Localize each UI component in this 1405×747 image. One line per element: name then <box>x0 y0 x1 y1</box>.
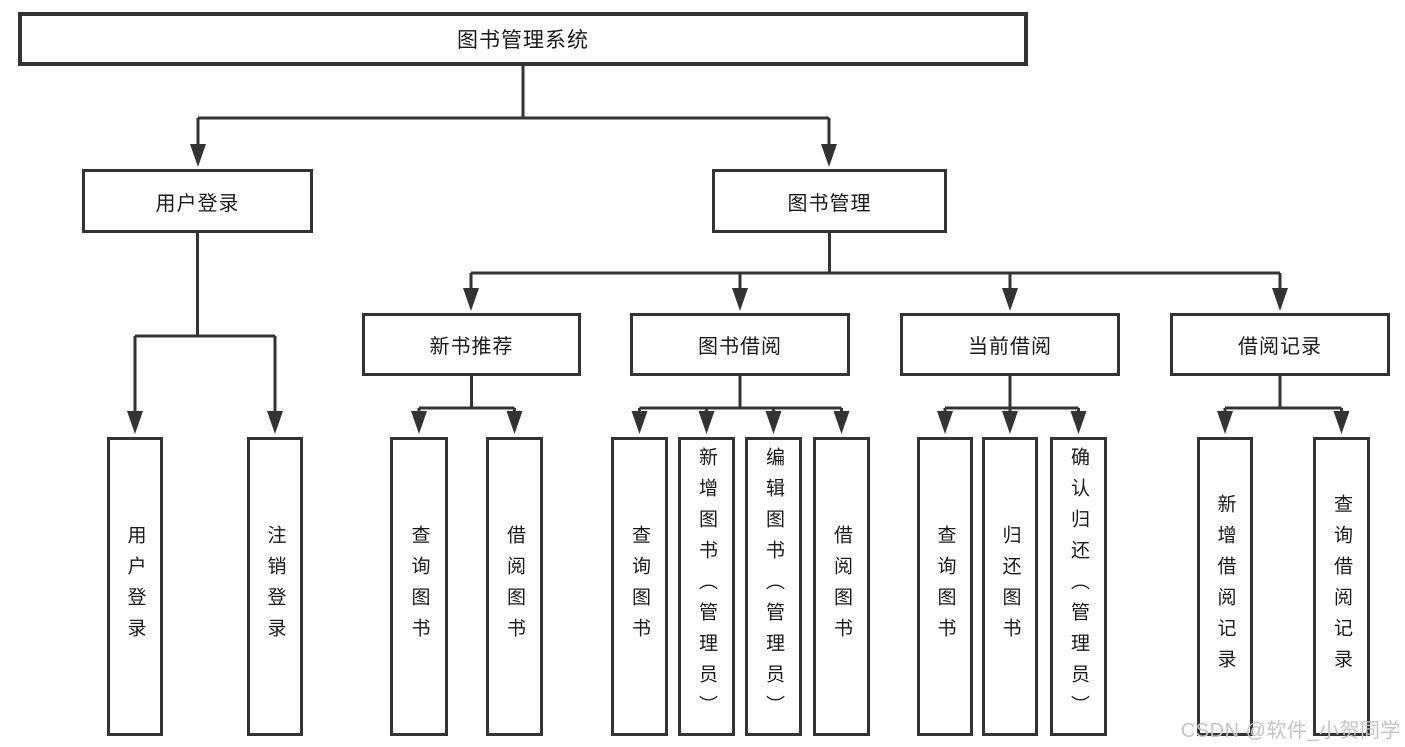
connector-user-login-to-leaves <box>127 233 283 434</box>
leaf-borrow-book-label: 借阅图书 <box>831 524 852 649</box>
leaf-borrow-book-recommend-label: 借阅图书 <box>504 524 525 649</box>
node-borrow-records: 借阅记录 <box>1170 313 1390 376</box>
leaf-confirm-return-admin: 确认归还（管理员） <box>1050 437 1107 736</box>
node-user-login: 用户登录 <box>82 169 313 233</box>
leaf-user-login-label: 用户登录 <box>124 524 146 649</box>
leaf-add-book-admin: 新增图书（管理员） <box>678 437 735 736</box>
node-book-borrow: 图书借阅 <box>630 313 850 376</box>
leaf-query-book-recommend-label: 查询图书 <box>408 524 430 649</box>
leaf-borrow-book: 借阅图书 <box>813 437 870 736</box>
node-book-borrow-label: 图书借阅 <box>698 336 782 358</box>
leaf-query-book-current-label: 查询图书 <box>934 524 956 649</box>
leaf-logout-label: 注销登录 <box>264 524 286 649</box>
leaf-query-book-recommend: 查询图书 <box>390 437 448 736</box>
connector-book-management-to-level3 <box>463 233 1288 311</box>
node-root-label: 图书管理系统 <box>457 29 589 52</box>
leaf-add-book-admin-label: 新增图书（管理员） <box>696 447 717 726</box>
leaf-logout: 注销登录 <box>247 437 303 736</box>
node-new-book-recommend: 新书推荐 <box>362 313 581 376</box>
leaf-return-book: 归还图书 <box>982 437 1038 736</box>
node-current-borrow: 当前借阅 <box>900 313 1120 376</box>
node-root: 图书管理系统 <box>18 12 1028 66</box>
node-current-borrow-label: 当前借阅 <box>968 336 1052 358</box>
node-new-book-recommend-label: 新书推荐 <box>429 336 514 358</box>
leaf-edit-book-admin: 编辑图书（管理员） <box>745 437 802 736</box>
leaf-query-borrow-record-label: 查询借阅记录 <box>1331 493 1352 680</box>
leaf-query-book-borrow-label: 查询图书 <box>629 524 650 649</box>
node-book-management-label: 图书管理 <box>787 192 872 215</box>
leaf-edit-book-admin-label: 编辑图书（管理员） <box>763 447 784 726</box>
node-book-management: 图书管理 <box>712 169 947 233</box>
connector-borrow-records-to-leaves <box>1217 376 1350 434</box>
leaf-user-login: 用户登录 <box>107 437 163 736</box>
leaf-add-borrow-record-label: 新增借阅记录 <box>1214 493 1236 680</box>
leaf-query-book-current: 查询图书 <box>917 437 973 736</box>
node-user-login-label: 用户登录 <box>155 192 240 215</box>
leaf-add-borrow-record: 新增借阅记录 <box>1197 437 1253 736</box>
leaf-return-book-label: 归还图书 <box>999 524 1021 649</box>
leaf-query-book-borrow: 查询图书 <box>611 437 668 736</box>
connector-new-book-recommend-to-leaves <box>411 376 523 434</box>
connector-root-to-level2 <box>190 66 837 167</box>
connector-book-borrow-to-leaves <box>631 376 850 434</box>
node-borrow-records-label: 借阅记录 <box>1238 336 1322 358</box>
watermark: CSDN @软件_小贺同学 <box>1180 720 1401 742</box>
leaf-borrow-book-recommend: 借阅图书 <box>486 437 543 736</box>
connector-current-borrow-to-leaves <box>937 376 1087 434</box>
leaf-query-borrow-record: 查询借阅记录 <box>1313 437 1370 736</box>
leaf-confirm-return-admin-label: 确认归还（管理员） <box>1068 447 1089 726</box>
